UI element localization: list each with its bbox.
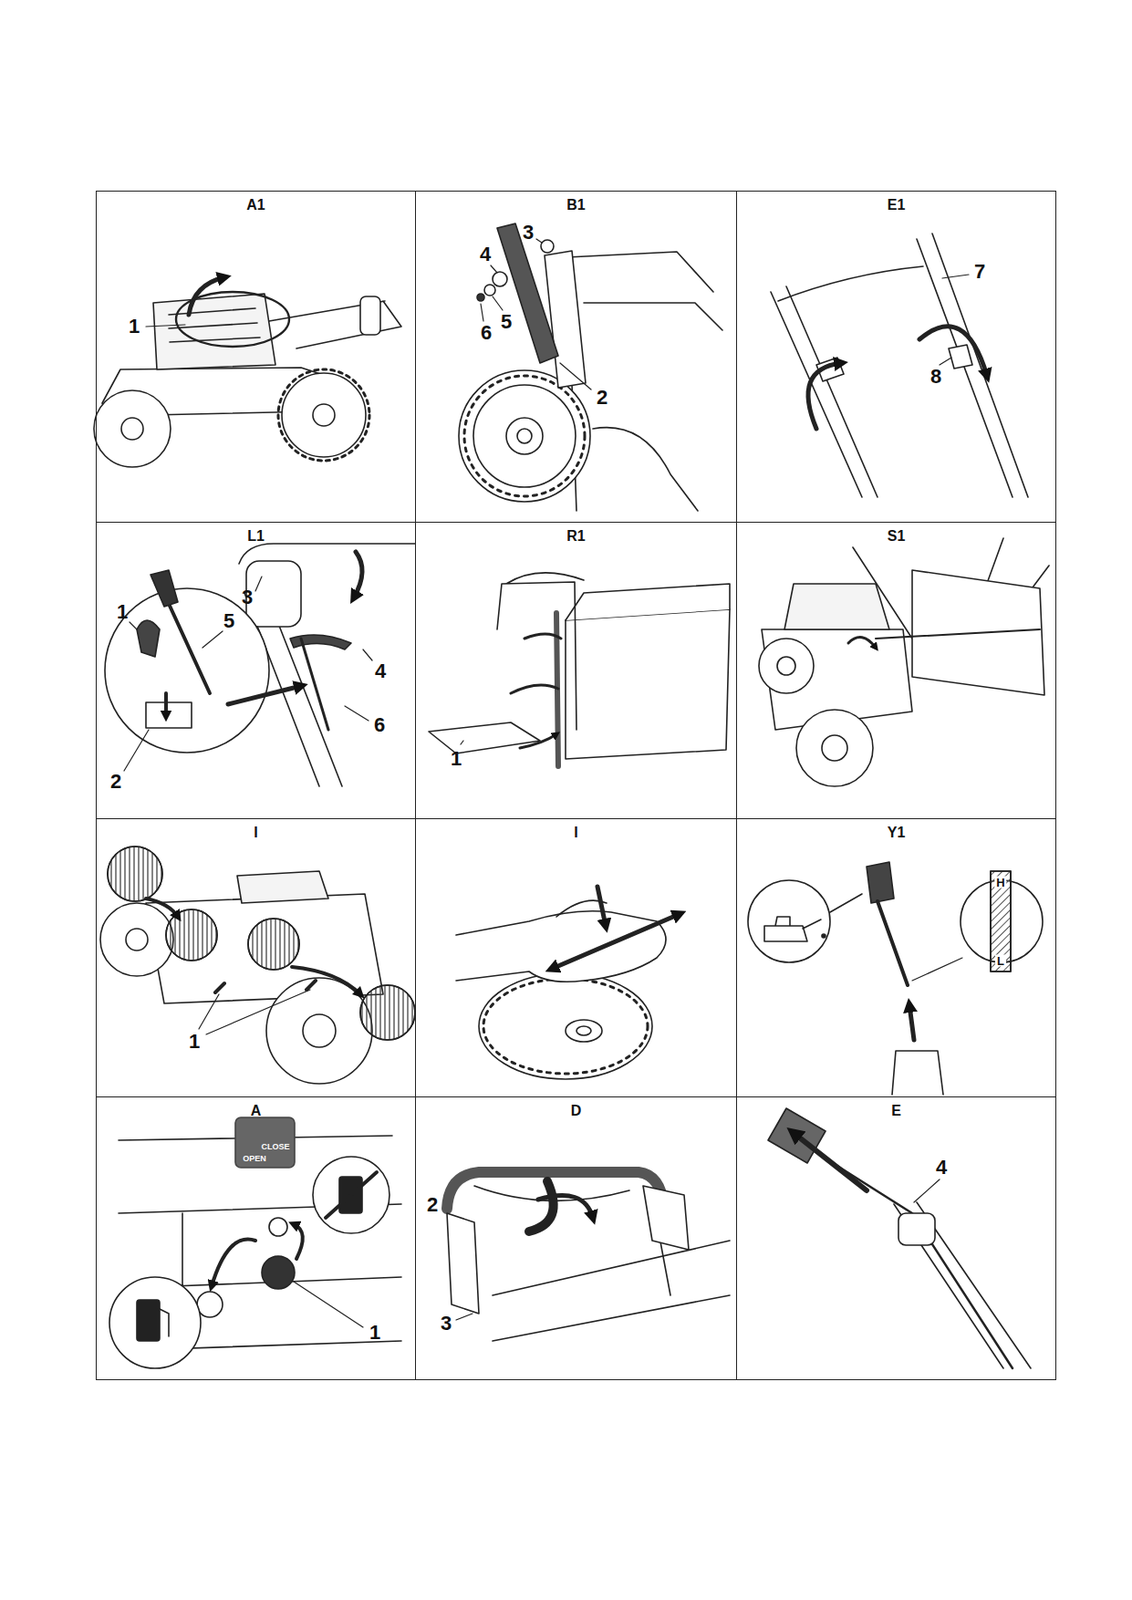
callout-number: 3 bbox=[241, 587, 253, 608]
panel-heading: E1 bbox=[737, 191, 1056, 215]
callout-number: 1 bbox=[128, 316, 140, 337]
figure-panel: I bbox=[415, 818, 738, 1098]
figure-panel: D bbox=[415, 1096, 738, 1381]
upper-handle bbox=[446, 1172, 730, 1341]
callout-number: 1 bbox=[369, 1322, 381, 1343]
figure-panel: E bbox=[736, 1096, 1057, 1381]
wheel-check bbox=[456, 886, 680, 1080]
figure-panel: R1 bbox=[415, 521, 738, 820]
figure-panel: Y1 bbox=[736, 818, 1057, 1098]
fuel-valve bbox=[109, 1117, 402, 1369]
level-mark: H bbox=[994, 876, 1007, 889]
mower-with-bag bbox=[758, 538, 1049, 787]
handle-knobs bbox=[770, 233, 1029, 498]
callout-number: 1 bbox=[188, 1031, 200, 1052]
callout-number: 7 bbox=[974, 261, 986, 282]
panel-heading: L1 bbox=[96, 522, 416, 546]
figure-panel: A1 bbox=[95, 190, 416, 523]
figure-panel: I bbox=[95, 818, 416, 1098]
figure-panel: B1 bbox=[415, 190, 738, 523]
panel-heading: A bbox=[96, 1097, 416, 1121]
panel-heading: A1 bbox=[96, 191, 416, 215]
callout-number: 1 bbox=[450, 748, 462, 769]
panel-heading: Y1 bbox=[737, 819, 1056, 842]
callout-number: 5 bbox=[500, 311, 512, 333]
panel-heading: R1 bbox=[415, 522, 737, 546]
figure-panel: S1 bbox=[736, 521, 1057, 820]
panel-heading: I bbox=[96, 819, 416, 842]
callout-number: 2 bbox=[426, 1194, 438, 1216]
callout-number: 2 bbox=[596, 387, 608, 408]
panel-heading: D bbox=[415, 1097, 737, 1121]
sticker-text: CLOSE bbox=[259, 1142, 291, 1152]
oil-dipstick bbox=[747, 861, 1043, 1095]
callout-number: 1 bbox=[116, 602, 128, 623]
callout-number: 5 bbox=[223, 611, 235, 632]
starter-pull bbox=[768, 1108, 1031, 1369]
wheel-bolt-assembly bbox=[458, 223, 723, 511]
grass-bag-frame bbox=[428, 572, 730, 767]
sticker-text: OPEN bbox=[241, 1154, 268, 1164]
figure-panel: A bbox=[95, 1096, 416, 1381]
callout-number: 2 bbox=[110, 771, 122, 792]
callout-number: 3 bbox=[522, 222, 534, 243]
callout-number: 3 bbox=[440, 1313, 452, 1334]
brake-cable-fitting bbox=[104, 543, 416, 787]
figure-panel: L1 bbox=[95, 521, 416, 820]
panel-heading: S1 bbox=[737, 522, 1056, 546]
panel-heading: I bbox=[415, 819, 737, 842]
callout-number: 4 bbox=[935, 1157, 947, 1178]
level-mark: L bbox=[995, 955, 1007, 967]
callout-number: 8 bbox=[930, 366, 942, 387]
panel-heading: E bbox=[737, 1097, 1056, 1121]
panel-heading: B1 bbox=[415, 191, 737, 215]
callout-number: 4 bbox=[479, 244, 491, 265]
height-adjust bbox=[100, 846, 416, 1084]
callout-number: 6 bbox=[373, 715, 385, 736]
figure-panel: E1 bbox=[736, 190, 1057, 523]
callout-number: 4 bbox=[374, 661, 386, 682]
mower-side-view bbox=[93, 277, 402, 468]
callout-number: 6 bbox=[480, 322, 492, 343]
